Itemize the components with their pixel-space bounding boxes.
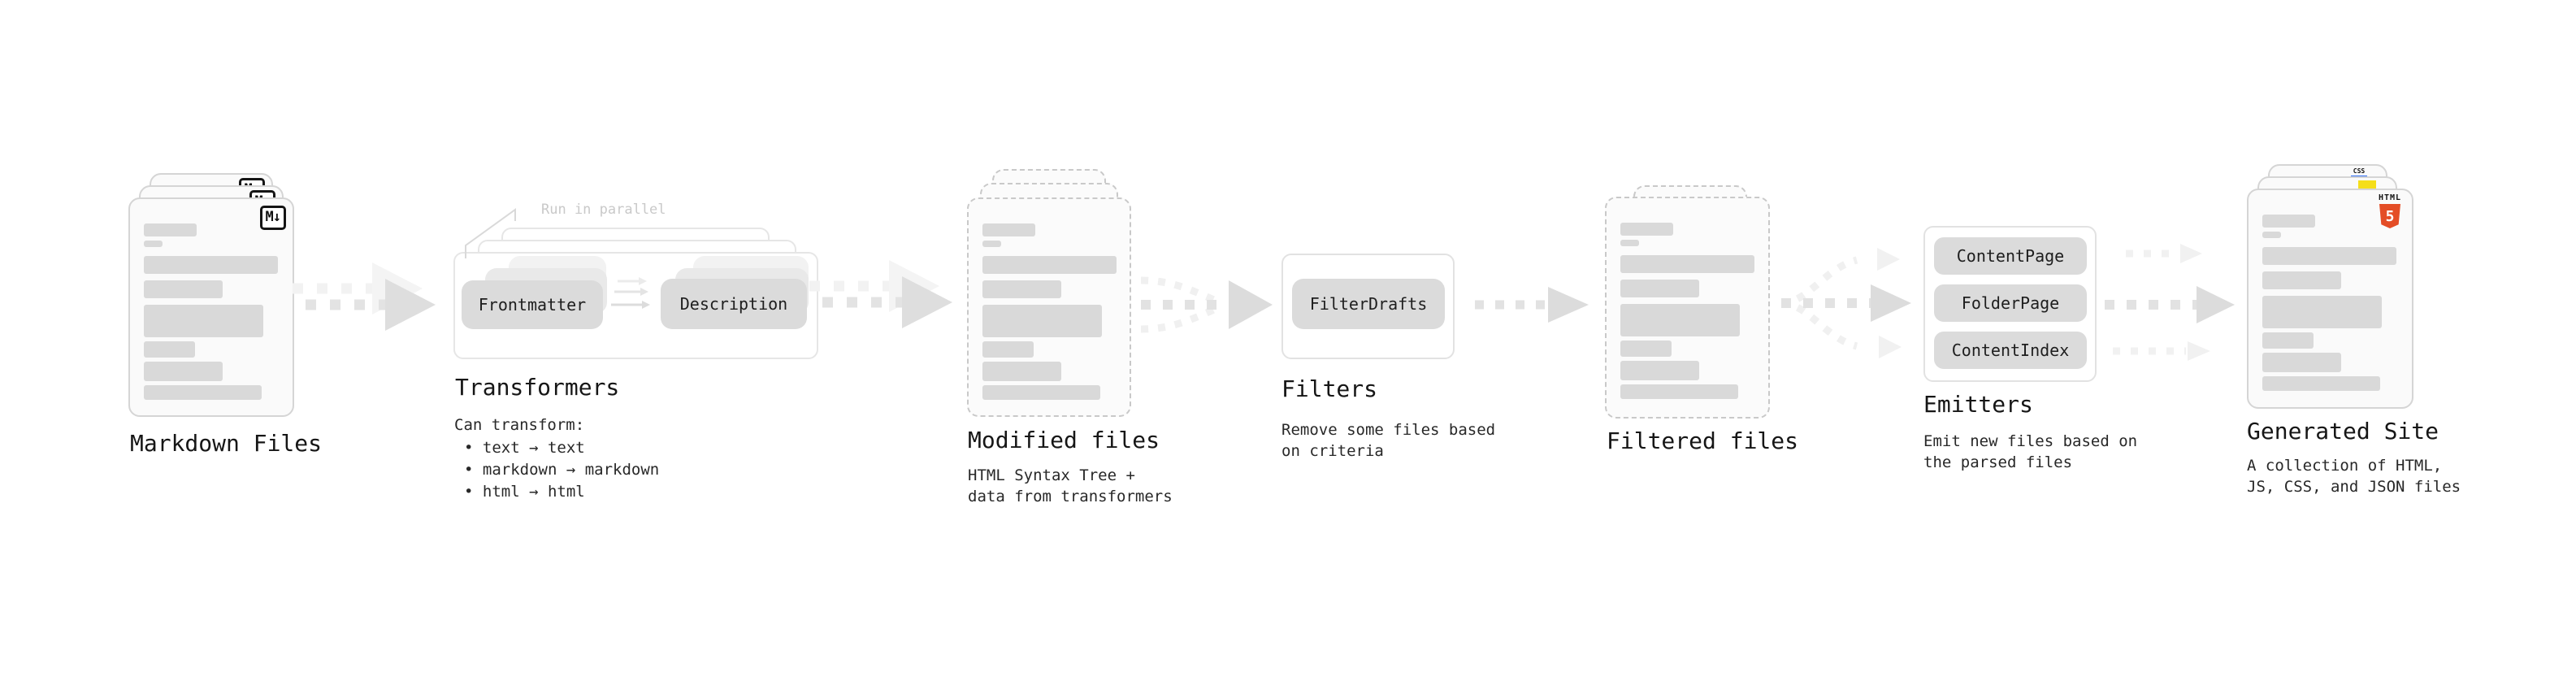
transformers-bullet-2: • markdown → markdown [464, 461, 660, 479]
emitters-label: Emitters [1923, 391, 2033, 418]
transformers-subtitle: Can transform: [454, 416, 585, 434]
transformers-bullet-1: • text → text [464, 439, 585, 457]
text-placeholder-bar [2262, 296, 2382, 328]
content-index-pill: ContentIndex [1934, 332, 2087, 369]
modified-files-subtitle-1: HTML Syntax Tree + [968, 466, 1135, 484]
filters-subtitle-2: on criteria [1281, 442, 1384, 460]
folder-page-pill: FolderPage [1934, 284, 2087, 322]
html5-icon: HTML 5 [2376, 194, 2404, 228]
run-in-parallel-callout-line [465, 208, 516, 258]
text-placeholder-bar [982, 341, 1034, 358]
text-placeholder-bar [1620, 384, 1738, 399]
flow-arrow-modified-to-filters-merge [1140, 276, 1273, 333]
text-placeholder-bar [144, 256, 278, 274]
text-placeholder-bar [1620, 255, 1754, 273]
text-placeholder-bar [144, 241, 163, 247]
flow-arrow-transformers-to-modified [809, 260, 952, 328]
text-placeholder-bar [1620, 304, 1740, 336]
text-placeholder-bar [1620, 340, 1672, 357]
text-placeholder-bar [982, 305, 1102, 337]
run-in-parallel-annotation: Run in parallel [541, 202, 666, 218]
generated-site-subtitle-2: JS, CSS, and JSON files [2247, 478, 2461, 496]
flow-arrow-filtered-to-emitters-fanout [1780, 248, 1911, 358]
text-placeholder-bar [144, 362, 223, 381]
text-placeholder-bar [982, 241, 1001, 247]
text-placeholder-bar [1620, 280, 1699, 297]
text-placeholder-bar [982, 385, 1100, 400]
text-placeholder-bar [2262, 232, 2281, 238]
markdown-icon: M↓ [259, 206, 286, 230]
text-placeholder-bar [2262, 332, 2314, 349]
text-placeholder-bar [144, 341, 195, 358]
text-placeholder-bar [982, 223, 1035, 236]
filters-label: Filters [1281, 375, 1378, 402]
emitters-subtitle-2: the parsed files [1923, 453, 2073, 471]
text-placeholder-bar [2262, 271, 2341, 289]
text-placeholder-bar [982, 256, 1117, 274]
parallel-transform-arrows [611, 277, 650, 309]
text-placeholder-bar [2262, 353, 2341, 372]
text-placeholder-bar [2262, 376, 2380, 391]
document-content-placeholder [130, 199, 293, 400]
emitters-subtitle-1: Emit new files based on [1923, 432, 2138, 450]
document-content-placeholder [1607, 198, 1768, 399]
text-placeholder-bar [2262, 247, 2396, 265]
text-placeholder-bar [982, 362, 1061, 381]
text-placeholder-bar [144, 305, 263, 337]
content-page-pill: ContentPage [1934, 237, 2087, 275]
generated-site-subtitle-1: A collection of HTML, [2247, 457, 2443, 475]
transformers-bullet-3: • html → html [464, 483, 585, 501]
javascript-icon [2358, 180, 2376, 191]
document-content-placeholder [969, 199, 1130, 400]
filter-drafts-pill: FilterDrafts [1292, 279, 1445, 329]
frontmatter-pill: Frontmatter [462, 280, 603, 329]
text-placeholder-bar [144, 280, 223, 298]
modified-files-label: Modified files [968, 427, 1160, 453]
modified-file-card-front [967, 197, 1131, 417]
markdown-file-card-front: M↓ [128, 197, 294, 417]
filtered-files-label: Filtered files [1607, 427, 1799, 454]
flow-arrow-filters-to-filtered [1475, 287, 1589, 323]
document-content-placeholder [2249, 190, 2412, 391]
text-placeholder-bar [144, 385, 262, 400]
modified-files-subtitle-2: data from transformers [968, 488, 1173, 505]
text-placeholder-bar [1620, 240, 1639, 246]
transformers-label: Transformers [455, 374, 620, 401]
filtered-file-card-front [1605, 197, 1770, 419]
text-placeholder-bar [144, 223, 197, 236]
text-placeholder-bar [1620, 361, 1699, 380]
text-placeholder-bar [1620, 223, 1673, 236]
flow-arrows-emitters-to-generated [2105, 244, 2235, 361]
markdown-files-label: Markdown Files [130, 430, 323, 457]
filters-subtitle-1: Remove some files based [1281, 421, 1496, 439]
generated-site-label: Generated Site [2247, 418, 2439, 445]
text-placeholder-bar [982, 280, 1061, 298]
description-pill: Description [661, 279, 807, 329]
text-placeholder-bar [2262, 215, 2315, 228]
flow-arrow-markdown-to-transformers [293, 262, 436, 331]
generated-file-card-front: HTML 5 [2247, 189, 2413, 409]
